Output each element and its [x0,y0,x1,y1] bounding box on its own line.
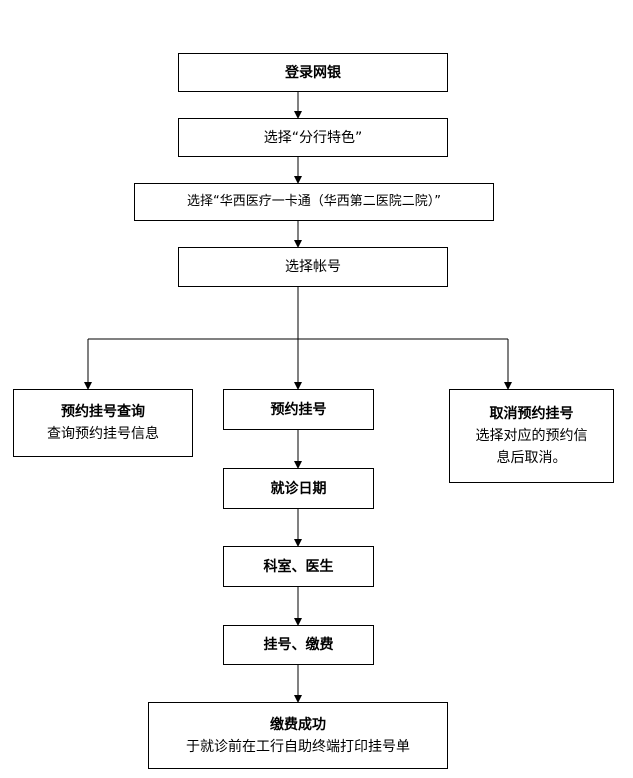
step-query-title: 预约挂号查询 [61,404,145,420]
step-date: 就诊日期 [223,468,374,509]
step-book-label: 预约挂号 [270,401,327,418]
step-select-account-label: 选择帐号 [285,259,341,275]
step-login-label: 登录网银 [285,64,341,81]
step-pay-label: 挂号、缴费 [263,637,334,653]
step-book: 预约挂号 [223,389,374,430]
step-select-branch-label: 选择“分行特色” [263,129,363,146]
step-cancel-desc-line1: 选择对应的预约信 [475,428,588,444]
step-login: 登录网银 [178,53,448,92]
step-select-account: 选择帐号 [178,247,448,287]
step-select-huaxi: 选择“华西医疗一卡通（华西第二医院二院）” [134,183,494,221]
step-select-huaxi-label: 选择“华西医疗一卡通（华西第二医院二院）” [187,194,441,209]
step-success-desc: 于就诊前在工行自助终端打印挂号单 [186,738,410,755]
step-date-label: 就诊日期 [270,480,327,497]
step-dept: 科室、医生 [223,546,374,587]
step-select-branch: 选择“分行特色” [178,118,448,157]
step-query: 预约挂号查询 查询预约挂号信息 [13,389,193,457]
step-dept-label: 科室、医生 [263,558,334,575]
step-cancel-desc-line2: 息后取消。 [496,450,567,466]
step-query-desc: 查询预约挂号信息 [47,426,159,442]
step-success-title: 缴费成功 [270,716,326,733]
step-success: 缴费成功 于就诊前在工行自助终端打印挂号单 [148,702,448,769]
step-cancel: 取消预约挂号 选择对应的预约信 息后取消。 [449,389,614,483]
step-pay: 挂号、缴费 [223,625,374,665]
step-cancel-title: 取消预约挂号 [489,406,574,422]
